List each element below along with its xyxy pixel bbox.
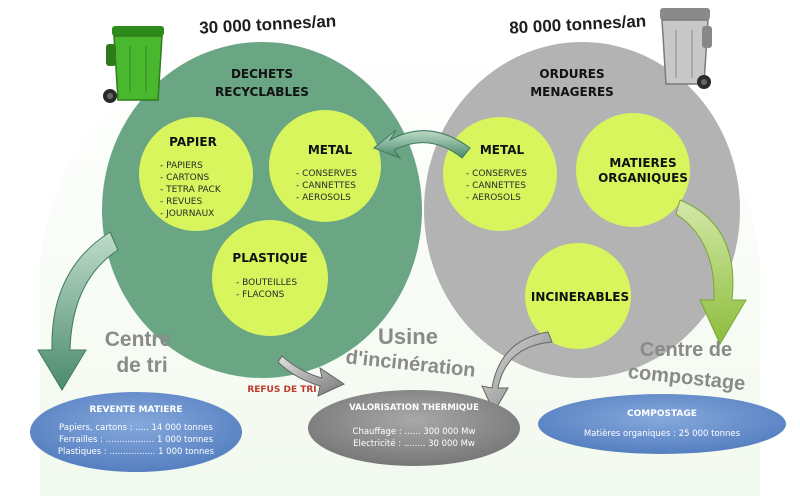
metal-left-item: - AEROSOLS [296, 193, 351, 203]
valorisation-title: VALORISATION THERMIQUE [349, 403, 479, 413]
incinerables-title: INCINERABLES [531, 290, 629, 304]
compostage-label-line1: Centre de [640, 339, 732, 361]
refus-arrow [277, 355, 346, 397]
revente-line: Ferrailles : .................. 1 000 to… [59, 435, 214, 445]
papier-item: - JOURNAUX [160, 209, 214, 219]
recyclables-title-line2: RECYCLABLES [215, 85, 309, 99]
compostage-oval [538, 394, 786, 454]
compostage-title: COMPOSTAGE [627, 409, 697, 419]
valorisation-oval [308, 390, 520, 466]
valorisation-line: Chauffage : ...... 300 000 Mw [353, 427, 476, 437]
revente-oval [30, 392, 242, 472]
metal-right-item: - CONSERVES [466, 169, 527, 179]
metal-left-circle [269, 110, 381, 222]
centre-tri-line2: de tri [116, 354, 167, 377]
papier-item: - PAPIERS [160, 161, 203, 171]
papier-item: - REVUES [160, 197, 202, 207]
revente-arrow [37, 231, 119, 391]
plastique-item: - BOUTEILLES [236, 278, 297, 288]
revente-title: REVENTE MATIERE [89, 405, 182, 415]
refus-de-tri-label: REFUS DE TRI [247, 385, 316, 395]
metal-right-title: METAL [480, 143, 525, 157]
compost-arrow [675, 199, 747, 346]
incineration-arrow [481, 331, 553, 414]
metal-right-item: - AEROSOLS [466, 193, 521, 203]
metal-transfer-arrow [373, 129, 471, 160]
metal-left-title: METAL [308, 143, 353, 157]
plastique-circle [212, 220, 328, 336]
recyclables-title-line1: DECHETS [231, 67, 293, 81]
usine-line1: Usine [378, 324, 438, 349]
compostage-line: Matières organiques : 25 000 tonnes [584, 428, 741, 439]
organiques-title-line1: MATIERES [609, 156, 676, 170]
papier-item: - CARTONS [160, 173, 209, 183]
household-title-line2: MENAGERES [530, 85, 614, 99]
metal-right-circle [443, 117, 557, 231]
metal-left-item: - CONSERVES [296, 169, 357, 179]
papier-circle [139, 117, 253, 231]
organiques-circle [576, 113, 690, 227]
green-recycling-bin-icon [103, 26, 164, 103]
plastique-title: PLASTIQUE [232, 251, 307, 265]
revente-line: Papiers, cartons : ..... 14 000 tonnes [59, 423, 213, 433]
household-title-line1: ORDURES [539, 67, 604, 81]
papier-item: - TETRA PACK [160, 185, 222, 195]
gray-trash-bin-icon [660, 8, 712, 89]
organiques-title-line2: ORGANIQUES [598, 171, 688, 185]
revente-line: Plastiques : ................. 1 000 ton… [58, 447, 215, 457]
metal-right-item: - CANNETTES [466, 181, 526, 191]
plastique-item: - FLACONS [236, 290, 285, 300]
centre-tri-line1: Centre [105, 328, 172, 351]
metal-left-item: - CANNETTES [296, 181, 356, 191]
valorisation-line: Electricité : ........ 30 000 Mw [353, 438, 475, 449]
papier-title: PAPIER [169, 135, 217, 149]
incinerables-circle [525, 243, 631, 349]
